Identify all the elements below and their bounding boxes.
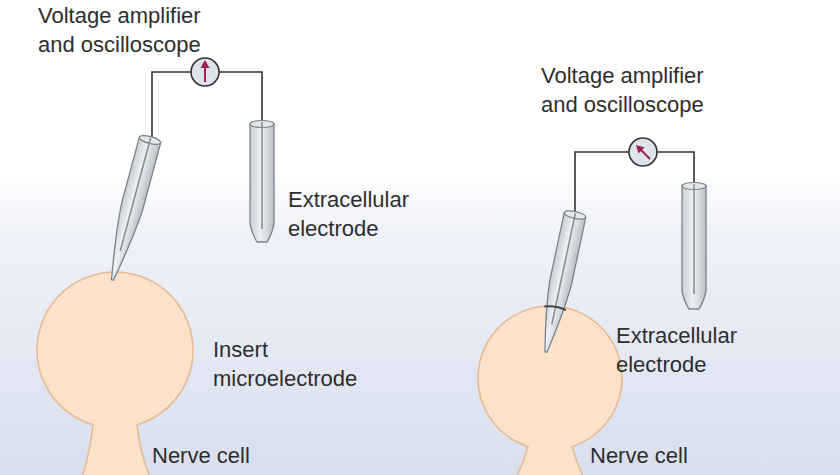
instrument-label: Voltage amplifier and oscilloscope [38,2,238,59]
electrode-label: Extracellular electrode [616,322,776,379]
voltmeter [629,138,657,166]
electrode-label: Extracellular electrode [288,186,448,243]
action-label: Insert microelectrode [213,336,383,393]
voltmeter [191,58,219,86]
cell-label: Nerve cell [590,442,720,471]
extracellular-electrode [682,183,706,310]
instrument-label: Voltage amplifier and oscilloscope [541,62,741,119]
microelectrode [535,209,586,354]
microelectrode [102,134,162,283]
cell-label: Nerve cell [152,442,282,471]
extracellular-electrode [250,121,274,243]
